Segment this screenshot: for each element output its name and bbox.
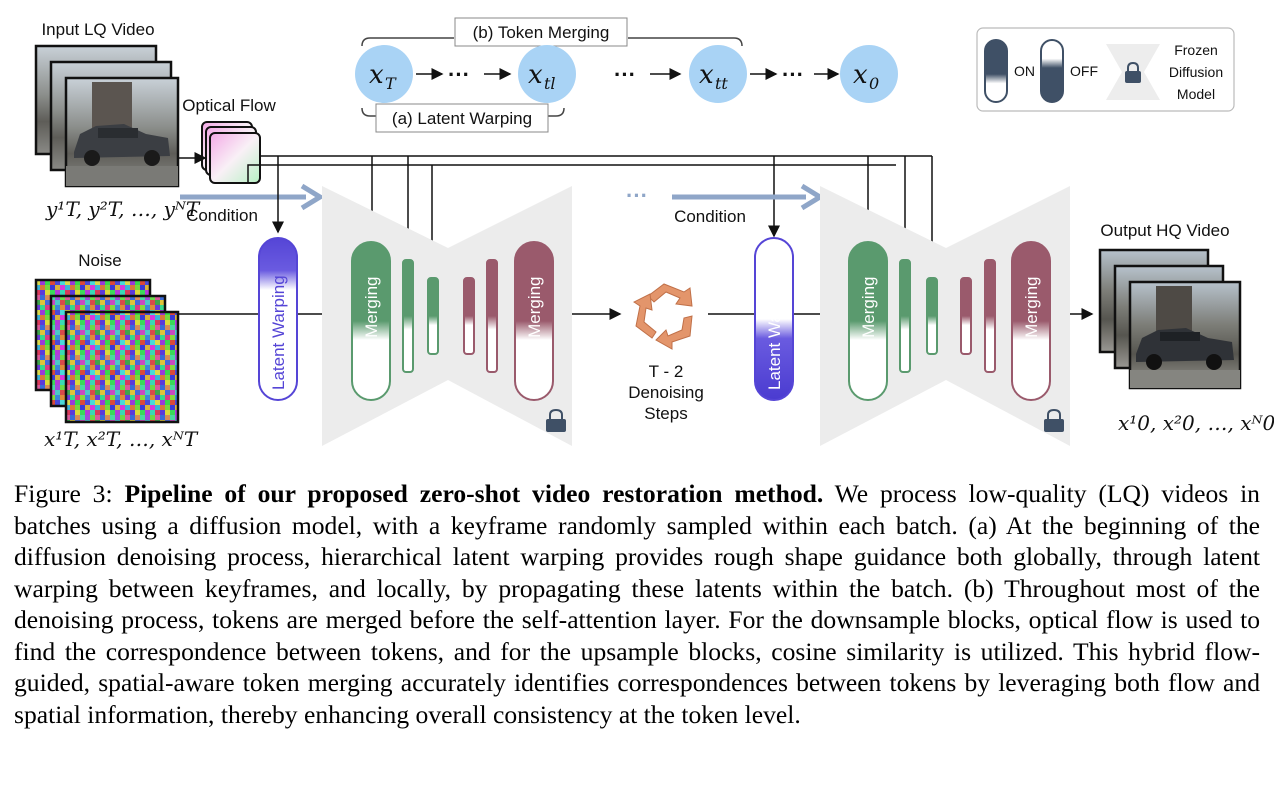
up-bar-1 <box>463 277 475 355</box>
ellipsis-1: ··· <box>448 62 470 87</box>
token-merging-text-3: Token Merging <box>859 276 878 388</box>
off-switch-icon <box>1040 39 1064 103</box>
token-merging-text-4: Token Merging <box>1022 276 1041 388</box>
figure-caption: Figure 3: Pipeline of our proposed zero-… <box>14 478 1260 730</box>
condition-label-1: Condition <box>186 206 258 225</box>
up-bar-3 <box>960 277 972 355</box>
unet-lock-icon-2 <box>1044 408 1064 432</box>
latent-warping-block-1: Latent Warping <box>258 237 298 401</box>
node-xtl-var: x <box>528 60 543 90</box>
input-frame-front <box>64 76 180 188</box>
input-video-frames <box>34 44 180 188</box>
node-x0-sub: 0 <box>869 74 879 93</box>
up-bar-2 <box>486 259 498 373</box>
denoise-line2: Denoising <box>628 383 704 402</box>
token-merging-down-1: Token Merging <box>351 241 391 401</box>
denoise-line3: Steps <box>644 404 687 423</box>
legend: ON OFF Frozen Diffusion Model <box>976 27 1235 112</box>
token-merging-up-1: Token Merging <box>514 241 554 401</box>
latent-warping-bracket-label: (a) Latent Warping <box>392 109 532 128</box>
node-xtl <box>518 45 576 103</box>
token-merging-bracket-label: (b) Token Merging <box>473 23 610 42</box>
token-merging-text-1: Token Merging <box>362 276 381 388</box>
legend-frozen-1: Frozen <box>1174 42 1218 58</box>
caption-label: Figure 3: <box>14 479 113 508</box>
optical-flow-frames <box>201 121 261 184</box>
latent-warping-text-1: Latent Warping <box>269 275 288 390</box>
input-video-label: Input LQ Video <box>41 20 154 39</box>
latent-warping-text-2: Latent Warping <box>765 275 784 390</box>
down-bar-3 <box>899 259 911 373</box>
node-xT <box>355 45 413 103</box>
node-x0 <box>840 45 898 103</box>
output-sequence: x¹0, x²0, …, xᴺ0 <box>1118 411 1274 435</box>
optical-flow-label: Optical Flow <box>182 96 276 115</box>
unet-lock-icon-1 <box>546 408 566 432</box>
ellipsis-3: ··· <box>782 62 804 87</box>
legend-on-label: ON <box>1014 63 1035 79</box>
token-merging-down-2: Token Merging <box>848 241 888 401</box>
input-sequence: y¹T, y²T, …, yᴺT <box>45 197 201 221</box>
down-bar-2 <box>427 277 439 355</box>
legend-frozen-2: Diffusion <box>1169 64 1223 80</box>
latent-warping-bracket: (a) Latent Warping <box>361 103 565 133</box>
condition-arrow-2 <box>672 183 825 211</box>
denoise-line1: T - 2 <box>649 362 684 381</box>
condition-arrow-1 <box>180 183 325 211</box>
node-xT-var: x <box>369 60 384 90</box>
ellipsis-2: ··· <box>614 62 636 87</box>
node-xT-sub: T <box>385 74 397 93</box>
condition-ellipsis: ··· <box>626 183 648 208</box>
noise-label: Noise <box>78 251 121 270</box>
token-merging-up-2: Token Merging <box>1011 241 1051 401</box>
timeline: x T ··· x tl ··· x tt ··· x 0 <box>355 45 898 103</box>
caption-title: Pipeline of our proposed zero-shot video… <box>124 479 824 508</box>
legend-off-label: OFF <box>1070 63 1098 79</box>
noise-sequence: x¹T, x²T, …, xᴺT <box>44 427 199 451</box>
node-xtl-sub: tl <box>544 74 556 93</box>
output-video-label: Output HQ Video <box>1100 221 1229 240</box>
node-xtt-var: x <box>699 60 714 90</box>
down-bar-1 <box>402 259 414 373</box>
down-bar-4 <box>926 277 938 355</box>
legend-frozen-3: Model <box>1177 86 1215 102</box>
pipeline-figure: (b) Token Merging (a) Latent Warping x T… <box>34 17 1274 451</box>
caption-body: We process low-quality (LQ) videos in ba… <box>14 479 1260 729</box>
token-merging-text-2: Token Merging <box>525 276 544 388</box>
node-xtt-sub: tt <box>715 74 728 93</box>
legend-lock-icon <box>1125 61 1141 83</box>
token-merging-bracket: (b) Token Merging <box>361 17 743 47</box>
output-video-frames <box>1098 248 1242 390</box>
node-xtt <box>689 45 747 103</box>
latent-warping-block-2: Latent Warping <box>754 237 794 401</box>
condition-label-2: Condition <box>674 207 746 226</box>
node-x0-var: x <box>853 60 868 90</box>
noise-frames <box>34 278 180 424</box>
up-bar-4 <box>984 259 996 373</box>
recycle-icon <box>633 283 693 350</box>
on-switch-icon <box>984 39 1008 103</box>
